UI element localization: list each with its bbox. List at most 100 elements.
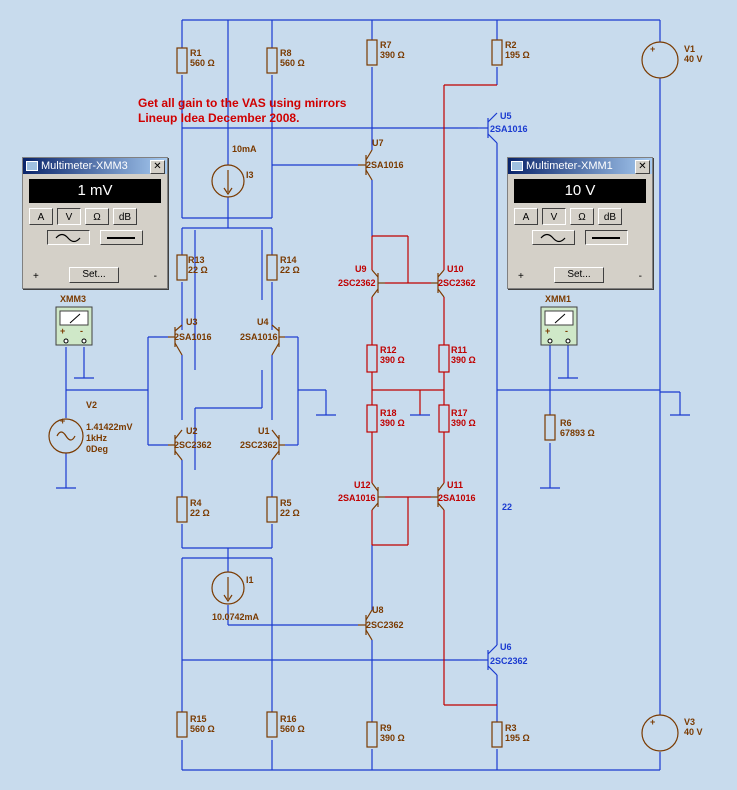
svg-text:U1: U1 <box>258 426 270 436</box>
dc-mode-button[interactable] <box>100 230 143 245</box>
svg-text:+: + <box>545 326 550 336</box>
resistor-R9 <box>366 721 378 748</box>
svg-text:-: - <box>565 326 568 336</box>
svg-text:1kHz: 1kHz <box>86 433 108 443</box>
sine-wave-icon <box>540 233 566 243</box>
svg-text:R7: R7 <box>380 40 392 50</box>
svg-text:I3: I3 <box>246 170 254 180</box>
svg-text:R16: R16 <box>280 714 297 724</box>
svg-text:67893 Ω: 67893 Ω <box>560 428 595 438</box>
svg-text:2SA1016: 2SA1016 <box>490 124 528 134</box>
transistor-U12 <box>371 482 385 511</box>
svg-text:10mA: 10mA <box>232 144 257 154</box>
svg-text:560 Ω: 560 Ω <box>190 724 215 734</box>
resistor-R17 <box>438 404 450 433</box>
ground-symbols <box>56 377 690 489</box>
multimeter-title-bar[interactable]: Multimeter-XMM3 ✕ <box>23 158 167 174</box>
svg-text:XMM1: XMM1 <box>545 294 571 304</box>
ohms-button[interactable]: Ω <box>85 208 109 225</box>
ac-mode-button[interactable] <box>47 230 90 245</box>
transistor-U4 <box>271 324 285 356</box>
resistor-R15 <box>176 711 188 738</box>
svg-text:2SC2362: 2SC2362 <box>438 278 476 288</box>
volts-button[interactable]: V <box>542 208 566 225</box>
svg-text:R18: R18 <box>380 408 397 418</box>
svg-text:R14: R14 <box>280 255 297 265</box>
svg-text:U5: U5 <box>500 111 512 121</box>
amps-button[interactable]: A <box>29 208 53 225</box>
svg-text:R17: R17 <box>451 408 468 418</box>
resistor-R3 <box>491 721 503 748</box>
svg-text:R5: R5 <box>280 498 292 508</box>
amps-button[interactable]: A <box>514 208 538 225</box>
svg-text:U12: U12 <box>354 480 371 490</box>
svg-text:22 Ω: 22 Ω <box>190 508 210 518</box>
close-icon[interactable]: ✕ <box>635 160 650 174</box>
set-button[interactable]: Set... <box>69 267 119 283</box>
resistor-R7 <box>366 39 378 66</box>
transistor-U2 <box>168 429 183 461</box>
svg-text:560 Ω: 560 Ω <box>280 724 305 734</box>
svg-text:R13: R13 <box>188 255 205 265</box>
multimeter-window-xmm3[interactable]: Multimeter-XMM3 ✕ 1 mV A V Ω dB + Set...… <box>22 157 168 289</box>
resistor-R18 <box>366 404 378 433</box>
transistors <box>168 112 498 676</box>
svg-text:2SA1016: 2SA1016 <box>174 332 212 342</box>
transistor-U5 <box>478 112 498 144</box>
svg-text:R9: R9 <box>380 723 392 733</box>
svg-text:U4: U4 <box>257 317 269 327</box>
multimeter-app-icon <box>511 161 523 171</box>
svg-text:U2: U2 <box>186 426 198 436</box>
svg-text:R8: R8 <box>280 48 292 58</box>
multimeter-display: 1 mV <box>29 179 161 203</box>
svg-text:40 V: 40 V <box>684 54 703 64</box>
svg-text:R11: R11 <box>451 345 467 355</box>
svg-text:10.0742mA: 10.0742mA <box>212 612 260 622</box>
svg-text:+: + <box>650 717 655 727</box>
ohms-button[interactable]: Ω <box>570 208 594 225</box>
plus-terminal-label: + <box>33 271 39 282</box>
transistor-U1 <box>271 429 285 461</box>
ac-source-V2: + <box>48 416 84 454</box>
svg-text:I1: I1 <box>246 575 254 585</box>
svg-text:R1: R1 <box>190 48 202 58</box>
svg-text:R15: R15 <box>190 714 207 724</box>
svg-text:195 Ω: 195 Ω <box>505 50 530 60</box>
note-line-1: Get all gain to the VAS using mirrors <box>138 96 347 110</box>
svg-text:2SC2362: 2SC2362 <box>174 440 212 450</box>
meter-probe-XMM1: +- <box>540 306 578 346</box>
svg-text:R4: R4 <box>190 498 202 508</box>
svg-text:390 Ω: 390 Ω <box>451 355 476 365</box>
svg-text:R3: R3 <box>505 723 517 733</box>
svg-text:22 Ω: 22 Ω <box>280 508 300 518</box>
ac-mode-button[interactable] <box>532 230 575 245</box>
multimeter-title: Multimeter-XMM3 <box>41 160 128 172</box>
db-button[interactable]: dB <box>598 208 622 225</box>
svg-text:R12: R12 <box>380 345 397 355</box>
svg-text:22 Ω: 22 Ω <box>280 265 300 275</box>
svg-text:560 Ω: 560 Ω <box>190 58 215 68</box>
resistor-R11 <box>438 344 450 373</box>
plus-terminal-label: + <box>518 271 524 282</box>
svg-text:2SC2362: 2SC2362 <box>490 656 528 666</box>
svg-text:0Deg: 0Deg <box>86 444 108 454</box>
note-line-2: Lineup Idea December 2008. <box>138 111 299 125</box>
transistor-U10 <box>431 269 445 298</box>
multimeter-title-bar[interactable]: Multimeter-XMM1 ✕ <box>508 158 652 174</box>
set-button[interactable]: Set... <box>554 267 604 283</box>
multimeter-window-xmm1[interactable]: Multimeter-XMM1 ✕ 10 V A V Ω dB + Set...… <box>507 157 653 289</box>
sources: + + + <box>48 41 679 752</box>
svg-text:2SC2362: 2SC2362 <box>366 620 404 630</box>
svg-text:+: + <box>650 44 655 54</box>
db-button[interactable]: dB <box>113 208 137 225</box>
wires-red <box>371 84 497 706</box>
transistor-U6 <box>478 644 498 676</box>
volts-button[interactable]: V <box>57 208 81 225</box>
sine-wave-icon <box>55 233 81 243</box>
resistor-R4 <box>176 496 188 523</box>
dc-mode-button[interactable] <box>585 230 628 245</box>
svg-text:R6: R6 <box>560 418 572 428</box>
svg-text:V2: V2 <box>86 400 97 410</box>
close-icon[interactable]: ✕ <box>150 160 165 174</box>
